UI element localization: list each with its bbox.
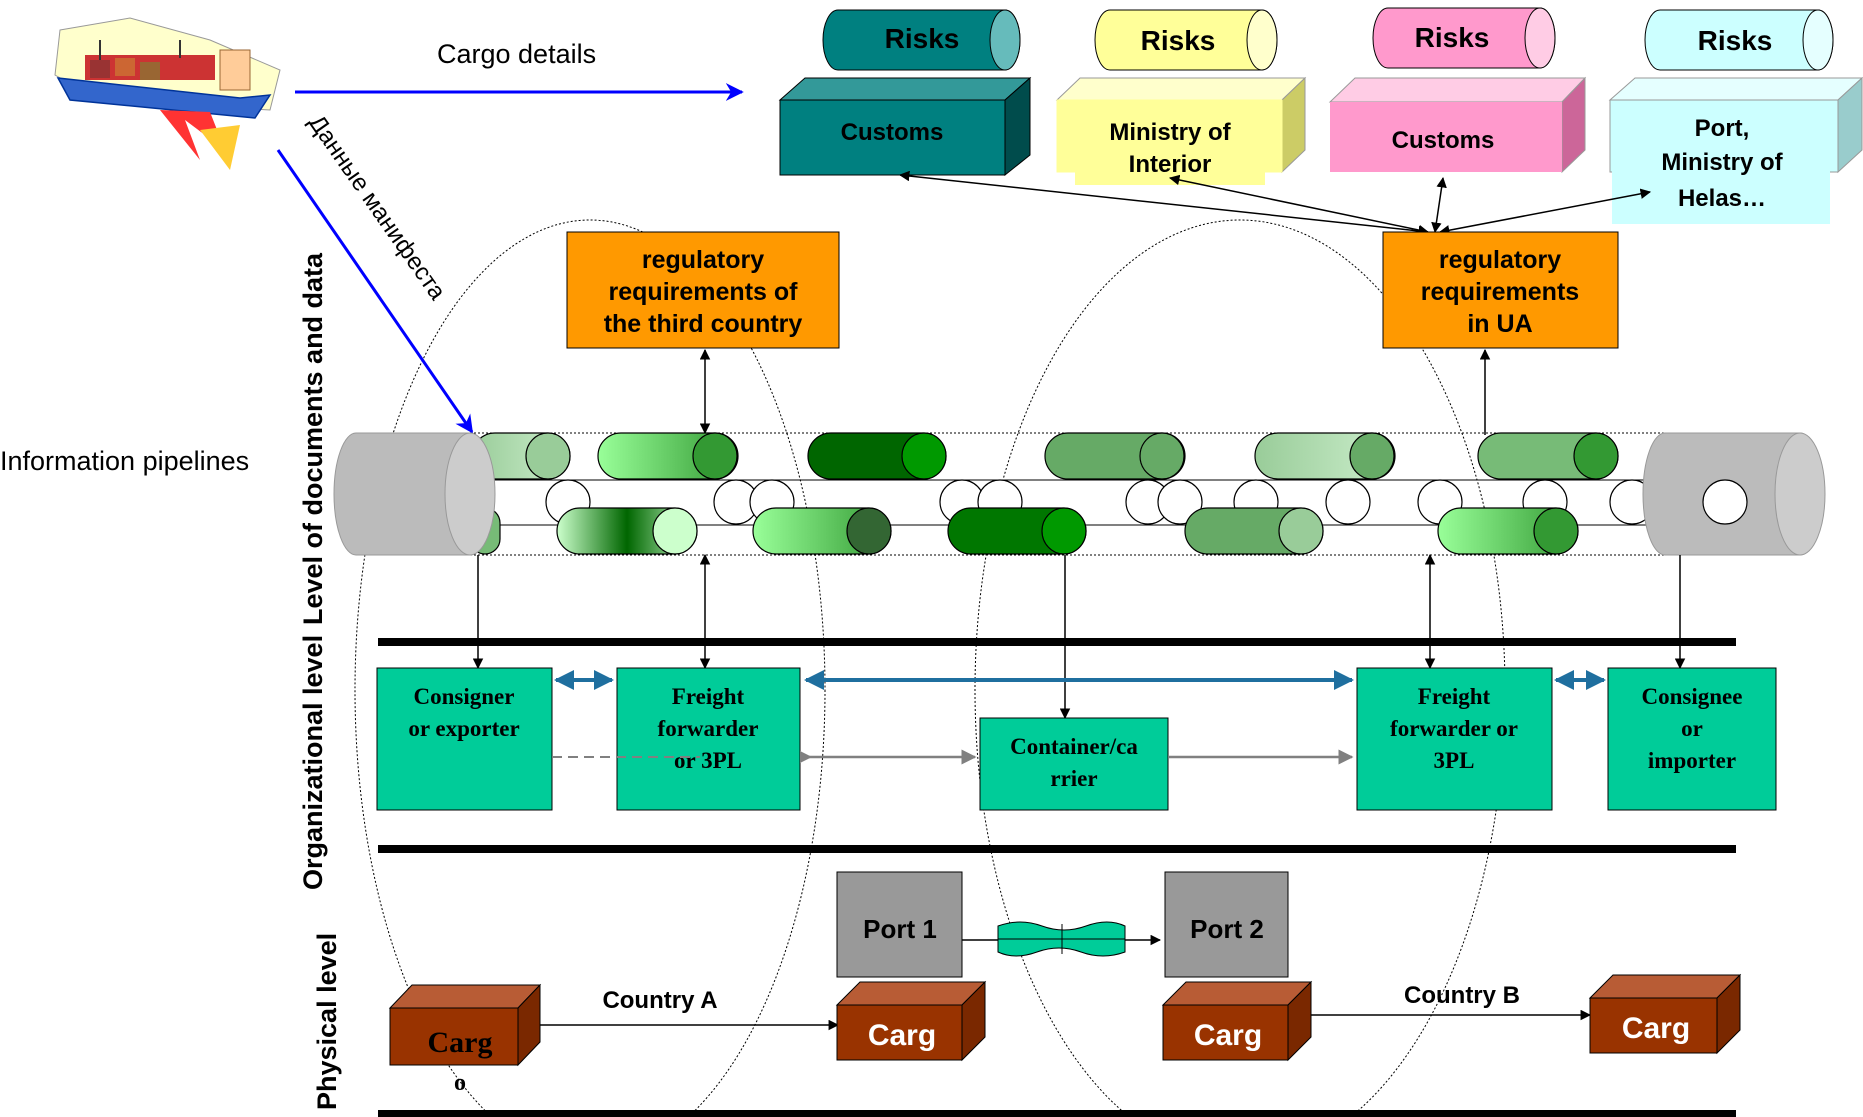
- regulatory-line2: requirements: [1421, 278, 1579, 306]
- regulatory-line2: requirements of: [609, 278, 799, 306]
- actor-line2: or exporter: [408, 716, 519, 741]
- port-2: Port 2: [1164, 871, 1289, 978]
- divider-physical-bottom: [378, 1110, 1736, 1117]
- port-label: Port 2: [1190, 914, 1264, 944]
- authority-name-line1: Ministry of: [1109, 119, 1231, 146]
- actor-line2: or: [1681, 716, 1703, 741]
- cargo-ship-icon: [54, 17, 281, 170]
- link-port-ministry: [1438, 188, 1652, 236]
- authority-name-line1: Port,: [1695, 115, 1750, 142]
- link-ministry: [1168, 174, 1430, 236]
- cargo-box-1: Carg o: [388, 983, 542, 1096]
- risk-label: Risks: [1141, 25, 1216, 56]
- cargo-box-2: Carg: [835, 980, 987, 1062]
- actor-line2: forwarder or: [1390, 716, 1518, 741]
- level-documents-label: Level of documents and data: [298, 252, 328, 625]
- country-a-label: Country A: [602, 987, 717, 1014]
- level-organizational-label: Organizational level: [298, 635, 328, 890]
- country-b-label: Country B: [1404, 982, 1520, 1009]
- cargo-label: Carg: [1622, 1012, 1690, 1045]
- actor-line1: Freight: [1418, 684, 1491, 709]
- information-pipelines-label: Information pipelines: [0, 446, 249, 476]
- regulatory-third-country: regulatory requirements of the third cou…: [566, 231, 840, 349]
- actor-consignee: Consignee or importer: [1607, 667, 1777, 811]
- actor-container-carrier: Container/ca rrier: [979, 717, 1169, 811]
- regulatory-line3: the third country: [604, 310, 803, 338]
- actor-freight-forwarder-a: Freight forwarder or 3PL: [616, 667, 801, 811]
- port-1: Port 1: [836, 871, 963, 978]
- authority-ministry-interior: Risks Ministry of Interior: [1055, 9, 1307, 185]
- authority-customs-ua: Risks Customs: [1328, 7, 1587, 174]
- actor-freight-forwarder-b: Freight forwarder or 3PL: [1356, 667, 1553, 811]
- actor-line3: importer: [1648, 748, 1736, 773]
- actor-line1: Consigner: [414, 684, 515, 709]
- actor-line1: Container/ca: [1010, 734, 1138, 759]
- level-physical-label: Physical level: [312, 933, 342, 1110]
- divider-org-top: [378, 638, 1736, 646]
- cargo-label: Carg: [868, 1019, 936, 1052]
- risk-label: Risks: [1415, 22, 1490, 53]
- actor-line3: or 3PL: [674, 748, 742, 773]
- actor-line1: Freight: [672, 684, 745, 709]
- regulatory-line3: in UA: [1467, 310, 1532, 338]
- sea-route: [962, 921, 1162, 957]
- regulatory-line1: regulatory: [1439, 246, 1561, 274]
- region-ellipse-left: [354, 219, 826, 1117]
- authority-name-line3: Helas…: [1678, 185, 1766, 212]
- authority-name: Customs: [841, 119, 944, 146]
- authority-name-line2: Ministry of: [1661, 149, 1783, 176]
- risk-label: Risks: [885, 23, 960, 54]
- actor-line3: 3PL: [1434, 748, 1475, 773]
- actor-consigner: Consigner or exporter: [376, 667, 553, 811]
- link-customs-ua: [1431, 176, 1447, 234]
- authority-name: Customs: [1392, 127, 1495, 154]
- actor-line2: rrier: [1050, 766, 1097, 791]
- cargo-label: Carg: [428, 1026, 493, 1059]
- manifest-arrow: [276, 149, 474, 434]
- cargo-box-3: Carg: [1161, 980, 1313, 1062]
- cargo-details-label: Cargo details: [437, 39, 596, 69]
- authority-name-line2: Interior: [1129, 151, 1212, 178]
- divider-org-bottom: [378, 845, 1736, 853]
- risk-label: Risks: [1698, 25, 1773, 56]
- actor-line1: Consignee: [1642, 684, 1743, 709]
- port-label: Port 1: [863, 914, 937, 944]
- regulatory-line1: regulatory: [642, 246, 764, 274]
- actor-line2: forwarder: [658, 716, 759, 741]
- cargo-label: Carg: [1194, 1019, 1262, 1052]
- authority-port-ministry: Risks Port, Ministry of Helas…: [1608, 9, 1863, 224]
- cargo-box-4: Carg: [1588, 973, 1742, 1055]
- regulatory-ua: regulatory requirements in UA: [1382, 231, 1619, 349]
- authority-customs-third: Risks Customs: [778, 9, 1032, 177]
- cargo-label-wrap: o: [454, 1070, 466, 1096]
- information-pipeline: [333, 432, 1826, 556]
